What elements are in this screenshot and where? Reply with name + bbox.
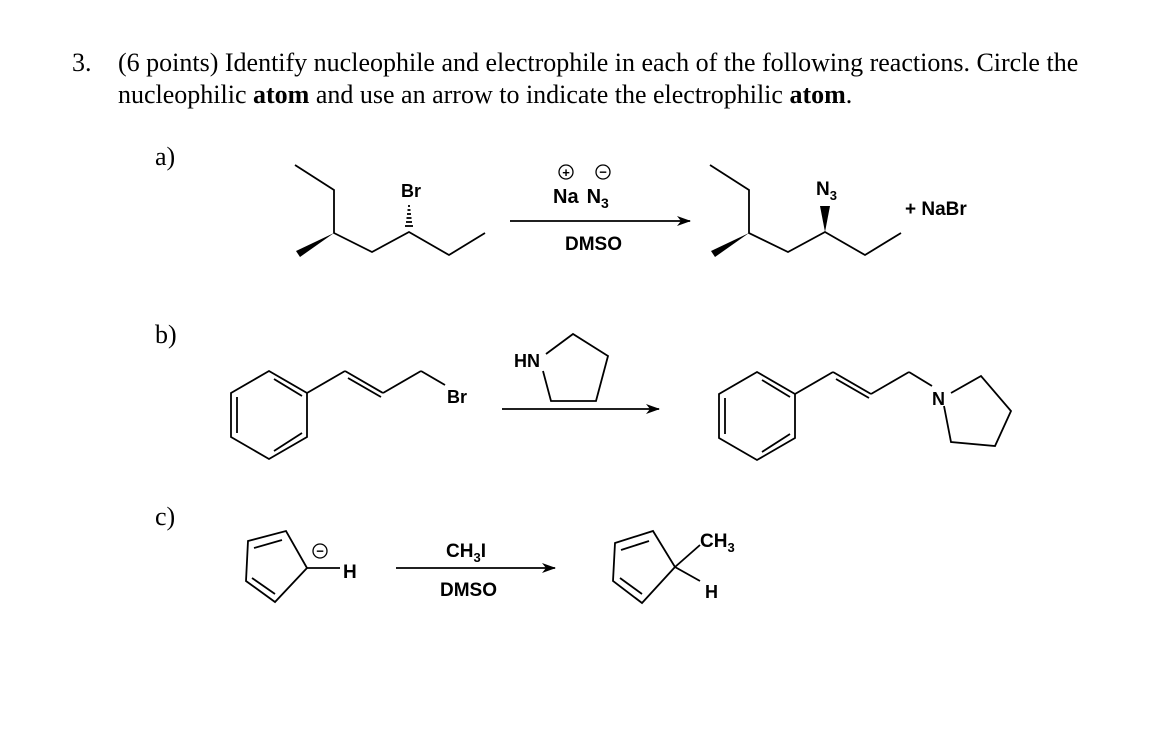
wedge-bond-product: [711, 233, 749, 257]
minus-charge-circle-c: [312, 543, 328, 559]
part-a-label: a): [155, 142, 176, 171]
product-b-benzene-ring: [718, 370, 796, 462]
part-c-label: c): [155, 502, 176, 531]
product-a-alkyl-azide: [709, 164, 902, 257]
question-number: 3.: [72, 48, 92, 77]
minus-charge: −: [599, 165, 607, 180]
reactant-c-cyclopentadienyl: [245, 529, 340, 604]
product-b-pyrrolidine-ring: [943, 374, 1013, 447]
reagent-pyrrolidine-ring: [542, 332, 610, 402]
reactant-b-br: Br: [447, 387, 467, 407]
q-bold-atom-2: atom: [789, 80, 846, 109]
product-c-ch-sub: 3: [727, 540, 734, 555]
product-c-h: H: [705, 582, 718, 602]
product-b-allyl-chain: [794, 371, 933, 399]
question-text-line1: (6 points) Identify nucleophile and elec…: [118, 48, 1079, 77]
reactant-a-alkyl-bromide: [294, 164, 486, 257]
wedge-bond-azide: [820, 206, 830, 232]
product-b-n: N: [932, 389, 945, 409]
reagent-i: I: [481, 541, 486, 562]
reactant-b-benzene-ring: [230, 369, 308, 461]
reactant-c-h: H: [343, 562, 357, 583]
reagent-ch-sub: 3: [473, 550, 480, 565]
q-line2-end: .: [845, 80, 853, 109]
condition-c: DMSO: [440, 580, 497, 601]
q-line2-mid: and use an arrow to indicate the electro…: [309, 80, 790, 109]
reagent-ch3i: CH3I: [446, 541, 486, 565]
q-line2-pre: nucleophilic: [118, 80, 254, 109]
question-text-line2: nucleophilic atom and use an arrow to in…: [118, 80, 852, 110]
reactant-a-br: Br: [401, 181, 421, 201]
hashed-wedge-bond: [405, 205, 413, 227]
product-a-n: N: [816, 179, 830, 200]
product-c-ch: CH: [700, 531, 727, 552]
q-bold-atom-1: atom: [253, 80, 310, 109]
reagent-pyrrolidine-hn: HN: [514, 351, 540, 371]
product-a-n-sub: 3: [830, 188, 837, 203]
reaction-b: Br HN N: [230, 332, 1013, 462]
wedge-bond: [296, 233, 334, 257]
part-b-label: b): [155, 320, 177, 349]
product-c-ch3: CH3: [700, 531, 735, 555]
byproduct-nabr: + NaBr: [905, 199, 967, 220]
plus-charge: +: [562, 165, 570, 180]
reagent-ch: CH: [446, 541, 473, 562]
reagent-na-n3: Na N3: [553, 186, 609, 211]
minus-charge-circle: [595, 164, 611, 180]
reaction-c: − H CH3I DMSO CH3 H: [245, 529, 735, 605]
product-a-n3: N3: [816, 179, 837, 203]
reagent-n: N: [587, 186, 601, 208]
reactant-b-allyl-chain: [306, 370, 446, 398]
product-c-methylcyclopentadiene: [612, 529, 701, 605]
reagent-n-sub: 3: [601, 195, 609, 211]
minus-charge-c: −: [316, 544, 324, 559]
condition-a: DMSO: [565, 234, 622, 255]
reagent-na: Na: [553, 186, 579, 208]
plus-charge-circle: [558, 164, 574, 180]
